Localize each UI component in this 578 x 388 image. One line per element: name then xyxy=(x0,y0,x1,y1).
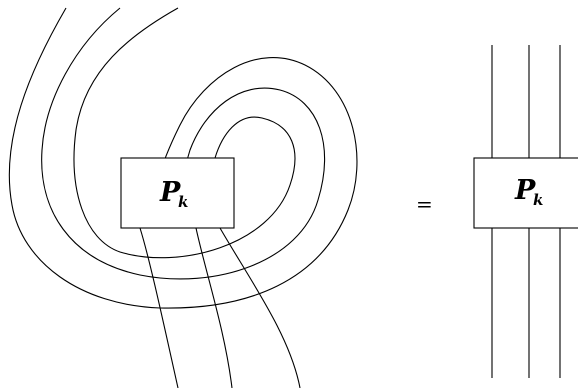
left-strand-outer xyxy=(8,7,358,309)
right-pk-box: P k xyxy=(473,157,578,229)
left-strand-tail-3 xyxy=(219,227,301,388)
left-box-subscript: k xyxy=(178,193,188,211)
left-strand-inner xyxy=(73,7,296,259)
left-box-rect xyxy=(120,157,235,229)
left-box-label: P xyxy=(159,177,181,208)
left-pk-box: P k xyxy=(120,157,235,229)
right-box-label: P xyxy=(514,175,536,206)
left-twisted-strands xyxy=(8,7,358,388)
left-strand-middle xyxy=(41,7,326,280)
left-strand-tail-1 xyxy=(139,227,179,388)
right-box-subscript: k xyxy=(533,191,543,209)
right-box-rect xyxy=(473,157,578,229)
equals-sign: = xyxy=(416,192,433,216)
left-strand-tail-2 xyxy=(195,227,233,388)
